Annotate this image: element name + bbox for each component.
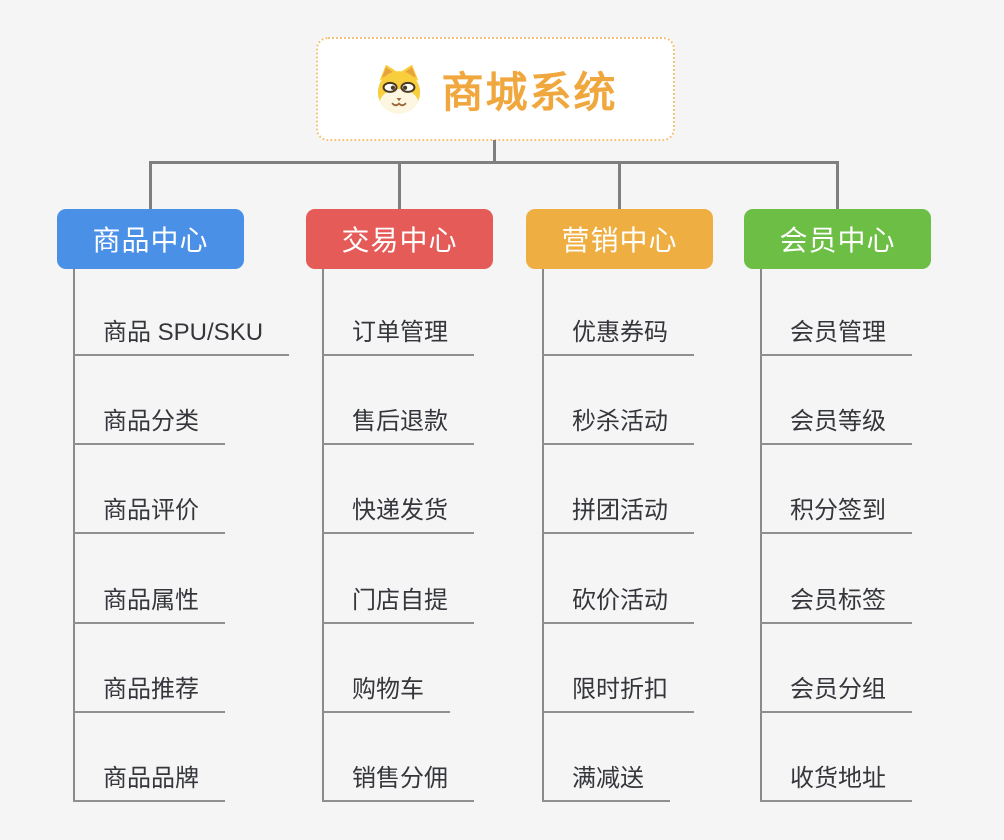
branch-node-0[interactable]: 商品中心 — [57, 209, 244, 269]
branch-node-1[interactable]: 交易中心 — [306, 209, 493, 269]
child-node[interactable]: 优惠券码 — [542, 320, 694, 356]
child-node[interactable]: 拼团活动 — [542, 498, 694, 534]
child-node[interactable]: 会员分组 — [760, 677, 912, 713]
connector-drop-0 — [149, 163, 152, 209]
child-node[interactable]: 积分签到 — [760, 498, 912, 534]
child-node[interactable]: 会员标签 — [760, 588, 912, 624]
child-node[interactable]: 商品推荐 — [73, 677, 225, 713]
child-node[interactable]: 砍价活动 — [542, 588, 694, 624]
connector-root-drop — [493, 140, 496, 163]
connector-spine-0 — [73, 269, 75, 801]
child-node[interactable]: 商品 SPU/SKU — [73, 320, 290, 356]
child-node[interactable]: 商品品牌 — [73, 766, 225, 802]
connector-drop-2 — [618, 163, 621, 209]
connector-spine-1 — [322, 269, 324, 801]
child-node[interactable]: 商品评价 — [73, 498, 225, 534]
branch-column-3: 会员中心会员管理会员等级积分签到会员标签会员分组收货地址 — [744, 209, 1004, 809]
child-node[interactable]: 限时折扣 — [542, 677, 694, 713]
connector-drop-1 — [398, 163, 401, 209]
connector-drop-3 — [836, 163, 839, 209]
branch-column-2: 营销中心优惠券码秒杀活动拼团活动砍价活动限时折扣满减送 — [526, 209, 786, 809]
child-node[interactable]: 会员等级 — [760, 409, 912, 445]
connector-spine-2 — [542, 269, 544, 801]
root-node[interactable]: 商城系统 — [316, 37, 675, 141]
child-node[interactable]: 商品分类 — [73, 409, 225, 445]
child-node[interactable]: 商品属性 — [73, 588, 225, 624]
child-node[interactable]: 会员管理 — [760, 320, 912, 356]
branch-column-0: 商品中心商品 SPU/SKU 商品分类商品评价商品属性商品推荐商品品牌 — [57, 209, 317, 809]
child-node[interactable]: 售后退款 — [322, 409, 474, 445]
branch-column-1: 交易中心订单管理售后退款快递发货门店自提购物车销售分佣 — [306, 209, 566, 809]
child-node[interactable]: 满减送 — [542, 766, 670, 802]
child-node[interactable]: 销售分佣 — [322, 766, 474, 802]
connector-spine-3 — [760, 269, 762, 801]
dog-face-icon — [373, 63, 425, 115]
child-node[interactable]: 购物车 — [322, 677, 450, 713]
child-node[interactable]: 门店自提 — [322, 588, 474, 624]
child-node[interactable]: 快递发货 — [322, 498, 474, 534]
connector-bus — [149, 161, 839, 164]
child-node[interactable]: 收货地址 — [760, 766, 912, 802]
child-node[interactable]: 秒杀活动 — [542, 409, 694, 445]
root-title: 商城系统 — [441, 68, 618, 116]
child-node[interactable]: 订单管理 — [322, 320, 474, 356]
branch-node-2[interactable]: 营销中心 — [526, 209, 713, 269]
branch-node-3[interactable]: 会员中心 — [744, 209, 931, 269]
